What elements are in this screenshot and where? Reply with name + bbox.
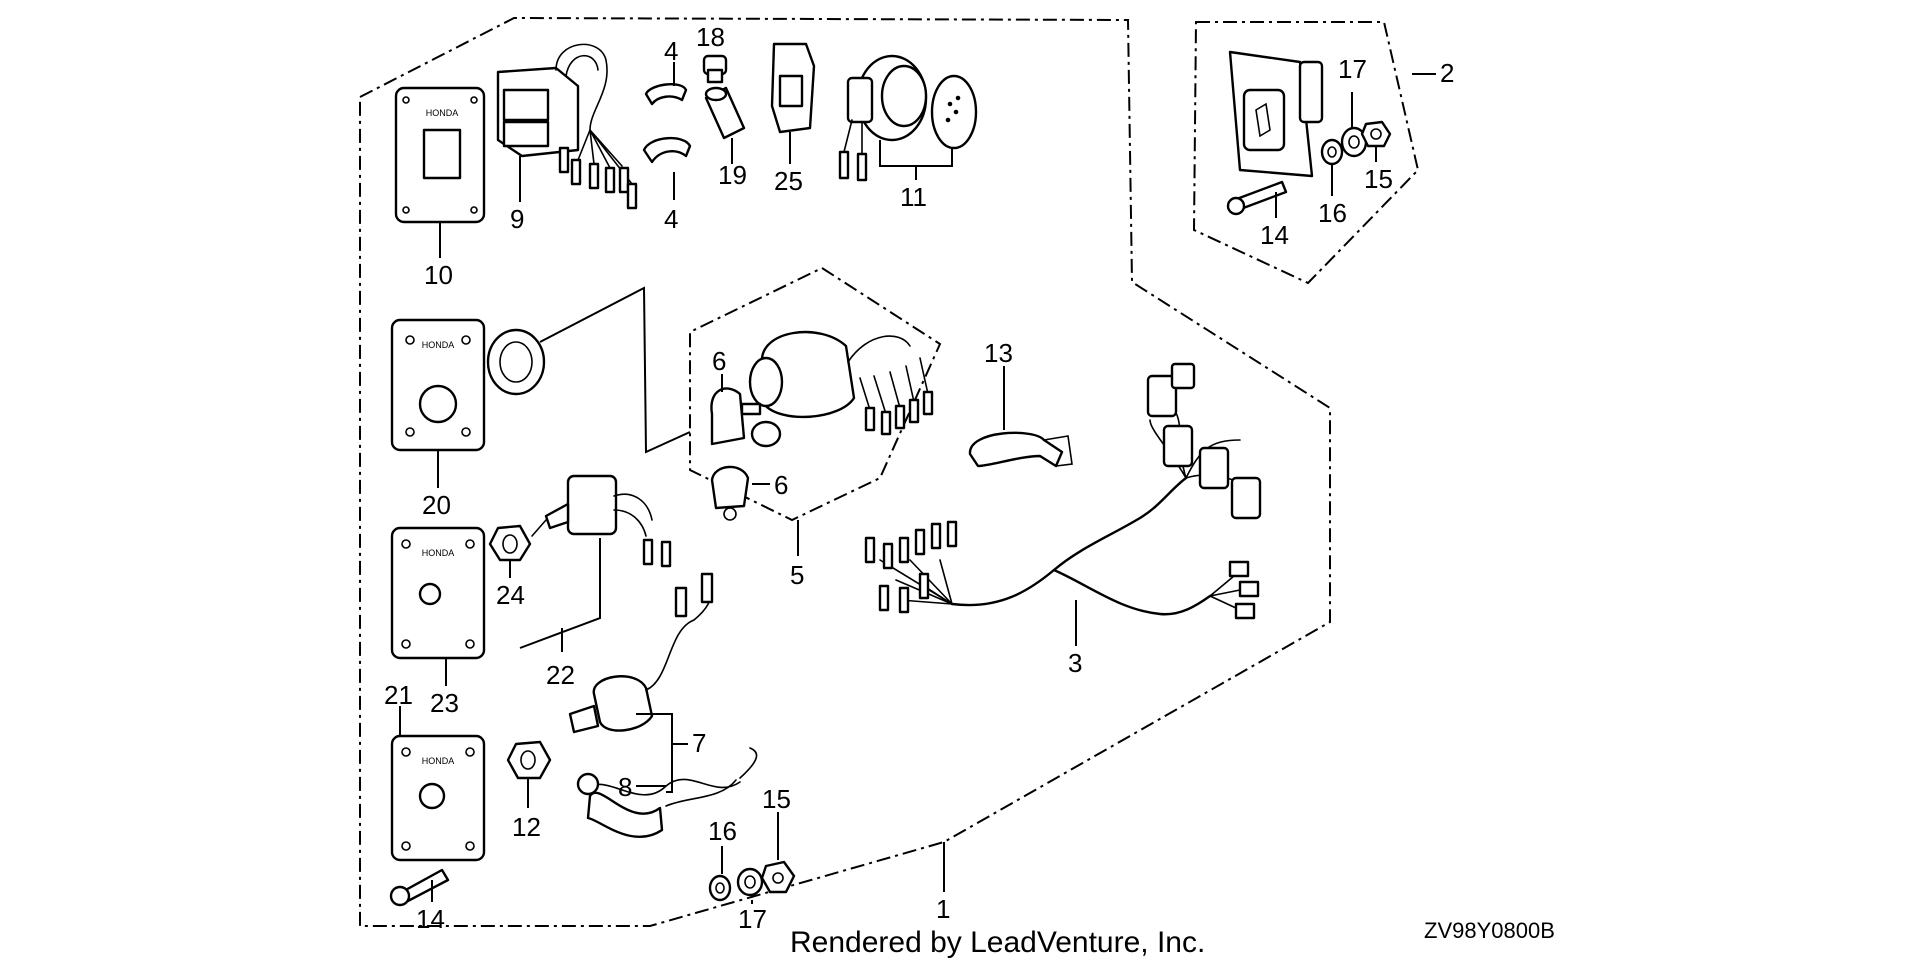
callout-16-lower: 16 xyxy=(708,816,737,846)
callout-1: 1 xyxy=(936,894,950,924)
part-15-nut-lower xyxy=(760,860,796,894)
part-10-switch-plate: HONDA xyxy=(394,86,486,224)
callout-13: 13 xyxy=(984,338,1013,368)
plate-brand-label: HONDA xyxy=(422,340,455,350)
part-6-key xyxy=(710,387,762,446)
group-outline-switch-5 xyxy=(689,266,942,522)
callout-17-lower: 17 xyxy=(738,904,767,934)
callout-9: 9 xyxy=(510,204,524,234)
callout-8: 8 xyxy=(618,772,632,802)
callout-22: 22 xyxy=(546,660,575,690)
plate-brand-label: HONDA xyxy=(426,108,459,118)
part-4-clip-upper xyxy=(644,83,688,106)
part-17-washer-lower xyxy=(736,867,764,897)
part-5-ignition-switch xyxy=(748,330,934,436)
callout-16-upper: 16 xyxy=(1318,198,1347,228)
part-2-switch-panel xyxy=(1228,50,1324,178)
part-8-lanyard xyxy=(576,747,758,838)
part-20-seal xyxy=(486,328,546,396)
callout-14-upper: 14 xyxy=(1260,220,1289,250)
callout-17-upper: 17 xyxy=(1338,54,1367,84)
callout-4-upper: 4 xyxy=(664,36,678,66)
callout-21: 21 xyxy=(384,680,413,710)
callout-25: 25 xyxy=(774,166,803,196)
footer-credit: Rendered by LeadVenture, Inc. xyxy=(790,926,1205,959)
callout-15-upper: 15 xyxy=(1364,164,1393,194)
part-20-ignition-plate: HONDA xyxy=(390,318,486,452)
part-3-wire-harness xyxy=(864,362,1262,620)
callout-24: 24 xyxy=(496,580,525,610)
callout-7: 7 xyxy=(692,728,706,758)
callout-18: 18 xyxy=(696,22,725,52)
callout-10: 10 xyxy=(424,260,453,290)
part-21-plate: HONDA xyxy=(390,734,486,862)
callout-labels: 1 2 3 4 4 5 6 6 7 8 9 10 11 12 13 14 14 … xyxy=(384,22,1454,934)
callout-15-lower: 15 xyxy=(762,784,791,814)
part-23-plate: HONDA xyxy=(390,526,486,660)
part-25-switch-cover xyxy=(770,42,816,134)
part-13-band xyxy=(968,431,1073,468)
diagram-code: ZV98Y0800B xyxy=(1424,918,1555,943)
part-4-clip-lower xyxy=(642,137,692,164)
callout-6-upper: 6 xyxy=(712,346,726,376)
callout-3: 3 xyxy=(1068,648,1082,678)
part-16-washer-lower xyxy=(708,874,732,902)
callout-12: 12 xyxy=(512,812,541,842)
group-outline-kit-2 xyxy=(1192,21,1420,285)
part-9-rocker-switch xyxy=(496,43,638,210)
part-6-key-spare xyxy=(710,465,750,521)
callout-23: 23 xyxy=(430,688,459,718)
group-outline-main xyxy=(359,16,1331,927)
part-14-screw-lower xyxy=(389,868,450,907)
part-16-washer xyxy=(1320,138,1344,166)
part-24-nut xyxy=(488,524,532,562)
part-22-toggle-switch xyxy=(531,474,672,568)
callout-19: 19 xyxy=(718,160,747,190)
callout-20: 20 xyxy=(422,490,451,520)
callout-5: 5 xyxy=(790,560,804,590)
part-5-ring xyxy=(750,420,782,448)
callout-11: 11 xyxy=(900,182,927,212)
callout-14-lower: 14 xyxy=(416,904,445,934)
part-7-stop-switch xyxy=(568,572,714,734)
plate-brand-label: HONDA xyxy=(422,756,455,766)
callout-2: 2 xyxy=(1440,58,1454,88)
part-14-screw xyxy=(1226,180,1288,216)
plate-brand-label: HONDA xyxy=(422,548,455,558)
part-19-sleeve xyxy=(704,86,746,140)
part-18-bolt xyxy=(702,54,728,84)
callout-4-lower: 4 xyxy=(664,204,678,234)
part-11-buzzer xyxy=(838,54,978,182)
callout-6-lower: 6 xyxy=(774,470,788,500)
part-15-nut xyxy=(1360,120,1392,148)
part-12-nut xyxy=(506,740,552,780)
